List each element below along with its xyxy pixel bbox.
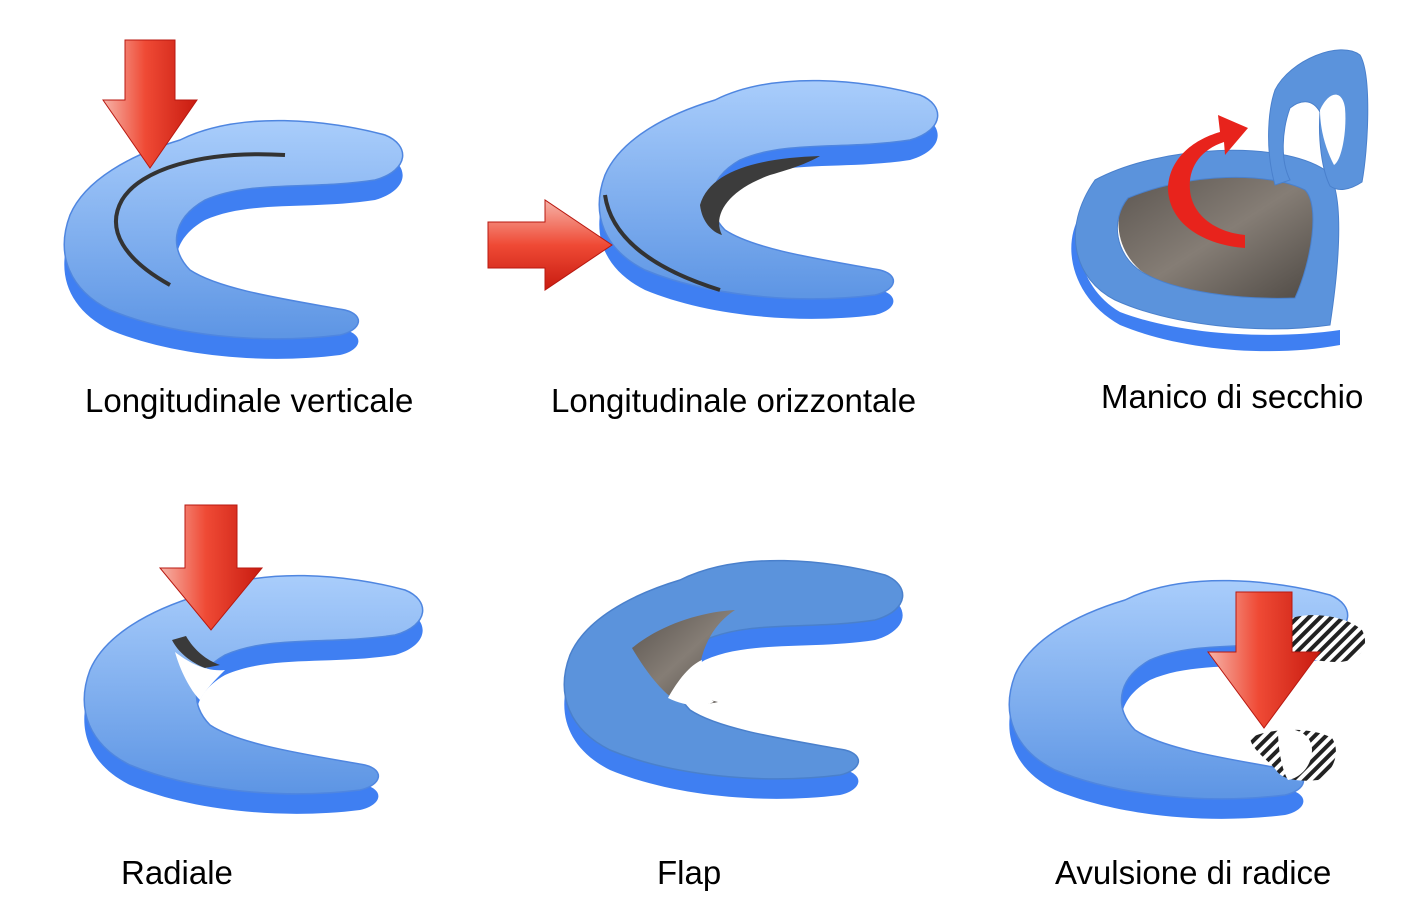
panel-longitudinal-horizontal [487, 79, 939, 319]
panel-root-avulsion [1008, 579, 1366, 819]
radial-tear-cavity [172, 636, 220, 668]
meniscus-shape [1008, 579, 1349, 819]
panel-flap [563, 559, 904, 799]
meniscus-shape [563, 559, 904, 799]
label-radial: Radiale [121, 854, 233, 891]
label-root-avulsion: Avulsione di radice [1055, 854, 1331, 891]
panel-radial [83, 504, 424, 814]
arrow-down-icon [1207, 591, 1321, 729]
meniscus-shape [598, 79, 939, 319]
displaced-fragment [1268, 49, 1369, 190]
horizontal-tear-cavity [700, 156, 820, 235]
vertical-tear-line [114, 152, 286, 287]
panel-longitudinal-vertical [63, 39, 404, 359]
horizontal-tear-line [603, 194, 721, 292]
label-flap: Flap [657, 854, 721, 891]
arrow-down-icon [102, 39, 198, 169]
meniscus-shape [83, 574, 424, 814]
label-bucket-handle: Manico di secchio [1101, 378, 1363, 415]
displaced-fragment-hole [1320, 94, 1346, 165]
label-longitudinal-horizontal: Longitudinale orizzontale [551, 382, 916, 419]
panel-bucket-handle [1071, 49, 1369, 352]
flap-tear-cavity [632, 610, 735, 705]
radial-tear-gap [175, 652, 225, 700]
meniscus-base [1071, 215, 1340, 352]
flap-tear-gap [668, 660, 714, 706]
curved-arrow-icon [1168, 115, 1248, 268]
arrow-right-icon [487, 199, 613, 291]
avulsed-root-upper [1284, 615, 1366, 662]
meniscus-ring [1074, 149, 1340, 330]
arrow-down-icon [158, 504, 264, 631]
label-longitudinal-vertical: Longitudinale verticale [85, 382, 413, 419]
avulsion-gap [1278, 728, 1312, 780]
